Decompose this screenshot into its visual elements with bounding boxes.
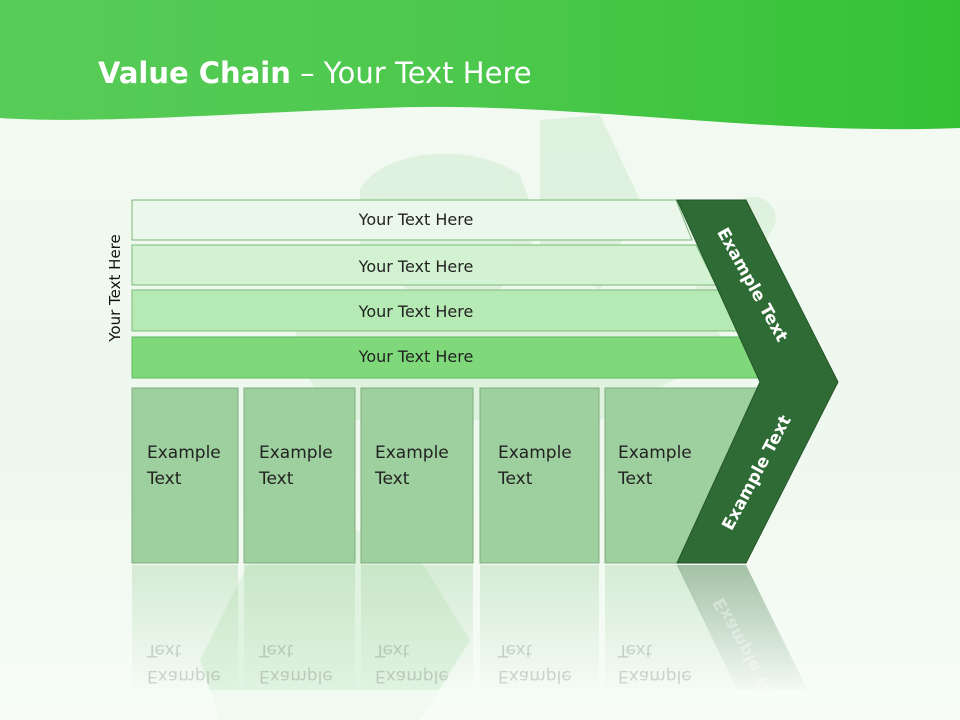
primary-box-line2: Text (146, 469, 182, 489)
reflection-text: Example (147, 666, 221, 686)
primary-box-shape (243, 387, 356, 564)
bottom-fade (0, 690, 960, 720)
primary-box-line2: Text (374, 469, 410, 489)
primary-box-line1: Example (375, 443, 449, 463)
page-title: Value Chain – Your Text Here (98, 52, 532, 94)
primary-box: Example Text (243, 387, 356, 564)
header-band (0, 0, 960, 130)
support-row-label: Your Text Here (358, 210, 474, 229)
primary-box-shape (479, 387, 600, 564)
primary-box-shape (131, 387, 239, 564)
support-row-label: Your Text Here (358, 302, 474, 321)
support-row-shape (131, 199, 693, 241)
reflection-box (605, 565, 740, 695)
primary-box: Example Text (604, 387, 761, 564)
primary-box-line1: Example (259, 443, 333, 463)
reflection-box (132, 565, 238, 695)
primary-box-line1: Example (618, 443, 692, 463)
support-row: Your Text Here (131, 244, 717, 286)
reflection-box (244, 565, 355, 695)
support-row: Your Text Here (131, 336, 765, 379)
primary-box-line2: Text (617, 469, 653, 489)
diagram-reflection: Example Text Example Text Example Text E… (132, 565, 810, 716)
reflection-text: Example (259, 666, 333, 686)
reflection-text: Example (498, 666, 572, 686)
reflection-box (361, 565, 473, 695)
support-row: Your Text Here (131, 289, 741, 332)
margin-chevron-shape (676, 199, 839, 564)
primary-box: Example Text (479, 387, 600, 564)
title-rest: – Your Text Here (290, 56, 532, 90)
reflection-text: Text (497, 640, 533, 660)
support-row-label: Your Text Here (358, 257, 474, 276)
margin-chevron: Example Text Example Text (676, 199, 839, 564)
reflection-text: Text (617, 640, 653, 660)
primary-box-line2: Text (497, 469, 533, 489)
reflection-text: Text (146, 640, 182, 660)
reflection-chevron (677, 565, 810, 695)
primary-box-line1: Example (147, 443, 221, 463)
reflection-text: Example (618, 666, 692, 686)
reflection-box (480, 565, 599, 695)
reflection-text: Text (258, 640, 294, 660)
primary-box-line2: Text (258, 469, 294, 489)
primary-box: Example Text (360, 387, 474, 564)
reflection-text: Example (375, 666, 449, 686)
support-row: Your Text Here (131, 199, 693, 241)
primary-box-line1: Example (498, 443, 572, 463)
reflection-text: Text (374, 640, 410, 660)
primary-box-shape (360, 387, 474, 564)
primary-box: Example Text (131, 387, 239, 564)
support-row-label: Your Text Here (358, 347, 474, 366)
title-bold: Value Chain (98, 56, 291, 90)
